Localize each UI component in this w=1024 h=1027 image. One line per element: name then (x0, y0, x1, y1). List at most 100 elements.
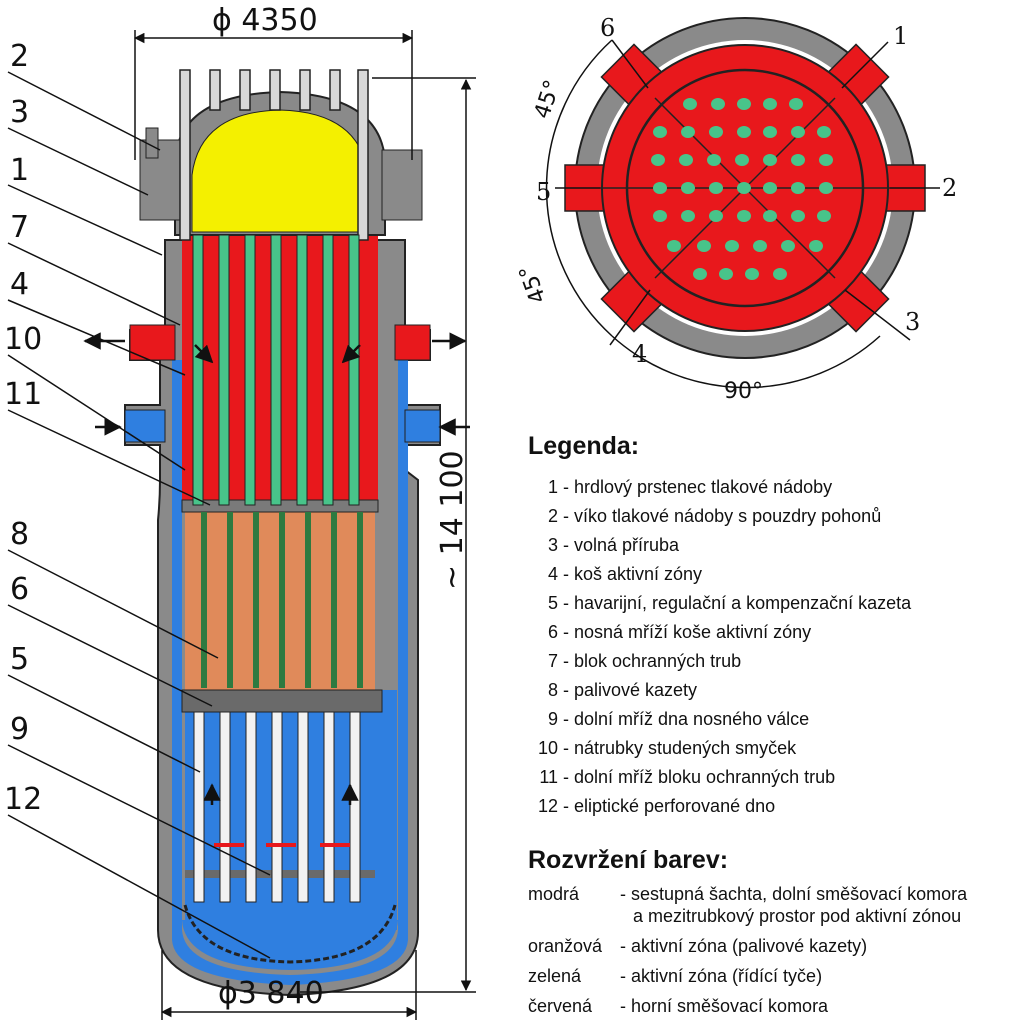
side-label-7: 7 (10, 210, 29, 245)
drive-housings (179, 69, 369, 241)
control-rod-dot (763, 126, 777, 138)
free-flange-right (381, 149, 423, 221)
control-rod-dot (763, 154, 777, 166)
hot-nozzle-right (394, 324, 431, 361)
side-label-4: 4 (10, 267, 29, 302)
control-rod-dot (709, 210, 723, 222)
color-row-green: zelená - aktivní zóna (řídící tyče) (528, 966, 823, 986)
height-dimension: ~ 14 100 (435, 450, 470, 590)
red-flow-arrows (214, 843, 350, 847)
angle-arc (545, 39, 613, 337)
side-labels: 2 3 1 7 4 10 11 8 6 5 9 12 (4, 39, 42, 817)
control-rod-dot (781, 240, 795, 252)
control-rod-dot (693, 268, 707, 280)
control-rod-dot (737, 210, 751, 222)
control-rod-dot (653, 126, 667, 138)
legend-item: 2 - víko tlakové nádoby s pouzdry pohonů (547, 506, 882, 526)
cross-section-leaders (555, 39, 940, 346)
control-rod-dot (737, 182, 751, 194)
control-rod-dot (789, 98, 803, 110)
legend-list: 1 - hrdlový prstenec tlakové nádoby 2 - … (528, 473, 1018, 821)
control-rod-dot (763, 98, 777, 110)
side-label-2: 2 (10, 39, 29, 74)
side-label-3: 3 (10, 95, 29, 130)
control-rod-dot (719, 268, 733, 280)
lower-tubes (193, 711, 361, 903)
reactor-vessel: ϕ 4350 ϕ3 840 ~ 14 100 (7, 3, 476, 1020)
angle-bottom: 90° (724, 379, 763, 404)
control-rod-dot (681, 182, 695, 194)
control-rod-dot (683, 98, 697, 110)
control-rod-dot (819, 154, 833, 166)
color-row-orange: oranžová - aktivní zóna (palivové kazety… (528, 936, 868, 956)
control-rod-dot (817, 126, 831, 138)
control-rod-dot (709, 182, 723, 194)
legend-title: Legenda: (528, 432, 640, 460)
control-rod-dot (809, 240, 823, 252)
control-rod-dot (819, 182, 833, 194)
control-rod-dot (697, 240, 711, 252)
control-rod-dot (763, 210, 777, 222)
control-rod-dot (651, 154, 665, 166)
cross-section: 6 1 5 2 4 3 45° 45° 90° (515, 14, 957, 404)
perforated-bottom (183, 904, 397, 964)
support-grid (181, 689, 383, 713)
color-row-blue: modrá - sestupná šachta, dolní směšovací… (528, 884, 968, 926)
legend-item: 8 - palivové kazety (547, 680, 698, 700)
control-rod-dot (653, 182, 667, 194)
control-rod-dot (763, 182, 777, 194)
head-yellow (191, 109, 369, 233)
control-rod-dot (679, 154, 693, 166)
legend: Legenda: 1 - hrdlový prstenec tlakové ná… (528, 432, 1018, 821)
control-rod-dot (707, 154, 721, 166)
angle-arc-bottom (611, 335, 881, 389)
bottom-width-dimension: ϕ3 840 (218, 976, 324, 1011)
legend-item: 6 - nosná mříží koše aktivní zóny (547, 622, 812, 642)
control-rod-dot (791, 154, 805, 166)
control-rod-dot (653, 210, 667, 222)
legend-item: 3 - volná příruba (547, 535, 680, 555)
cold-nozzle-left (124, 409, 166, 443)
legend-item: 1 - hrdlový prstenec tlakové nádoby (547, 477, 833, 497)
legend-item: 11 - dolní mříž bloku ochranných trub (539, 767, 836, 787)
control-rod-dot (737, 98, 751, 110)
side-label-8: 8 (10, 517, 29, 552)
control-rod-dot (709, 126, 723, 138)
color-row-red: červená - horní směšovací komora (528, 996, 829, 1016)
leader-lines (7, 71, 271, 959)
control-rod-dot (791, 126, 805, 138)
control-rod-dot (737, 126, 751, 138)
fuel-assemblies (201, 512, 363, 688)
control-rod-dot (725, 240, 739, 252)
color-legend: Rozvržení barev: modrá - sestupná šachta… (528, 846, 1024, 1025)
control-rod-dot (791, 210, 805, 222)
legend-item: 10 - nátrubky studených smyček (537, 738, 797, 758)
control-rod-dot (711, 98, 725, 110)
hot-nozzle-left (129, 324, 176, 361)
bottom-head-blue (182, 920, 398, 970)
legend-item: 12 - eliptické perforované dno (537, 796, 776, 816)
cold-nozzle-right (404, 409, 441, 443)
cs-label-5: 5 (536, 178, 551, 206)
control-rod-dot (681, 210, 695, 222)
legend-item: 7 - blok ochranných trub (547, 651, 742, 671)
side-label-10: 10 (4, 322, 42, 357)
lower-plenum-blue (185, 690, 397, 930)
control-rod-dot (735, 154, 749, 166)
control-rod-dot (753, 240, 767, 252)
side-label-6: 6 (10, 572, 29, 607)
control-rods (192, 234, 360, 506)
control-rod-dot (817, 210, 831, 222)
cs-label-3: 3 (905, 308, 920, 336)
legend-item: 5 - havarijní, regulační a kompenzační k… (547, 593, 912, 613)
cs-label-2: 2 (942, 174, 957, 202)
cs-label-4: 4 (632, 340, 647, 368)
control-rod-positions (651, 98, 833, 280)
control-rod-dot (773, 268, 787, 280)
flow-arrows (83, 332, 470, 805)
color-legend-title: Rozvržení barev: (528, 846, 729, 874)
side-label-12: 12 (4, 782, 42, 817)
top-width-dimension: ϕ 4350 (212, 3, 318, 38)
legend-item: 4 - koš aktivní zóny (547, 564, 703, 584)
